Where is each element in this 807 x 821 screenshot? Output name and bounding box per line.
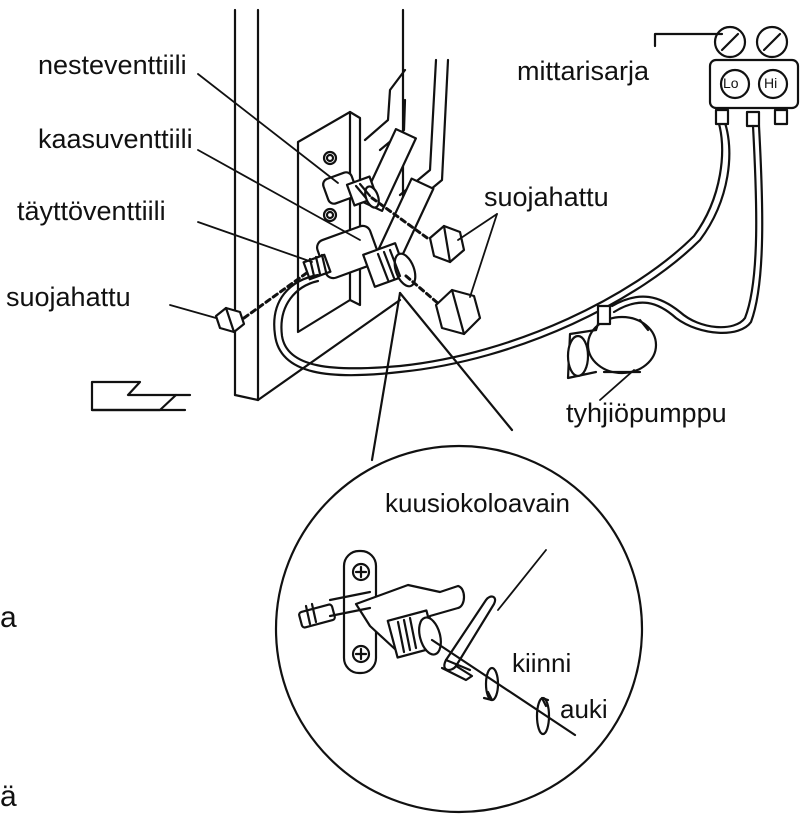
label-liquid-valve: nesteventtiili <box>38 50 187 80</box>
label-service-port: täyttöventtiili <box>17 196 166 226</box>
gauge-manifold-drawing <box>708 25 800 128</box>
label-close: kiinni <box>512 648 572 678</box>
gas-valve-drawing <box>316 207 417 288</box>
cut-off-text-a: a <box>0 601 17 634</box>
pump-hose <box>610 124 758 329</box>
dashed-guides <box>242 196 442 320</box>
refrigerant-pipes <box>361 58 450 261</box>
liquid-valve-drawing <box>322 150 380 209</box>
leader-lines <box>169 73 635 401</box>
label-vacuum-pump: tyhjiöpumppu <box>566 398 727 428</box>
vacuum-pump-drawing <box>566 304 658 380</box>
label-cap-right: suojahattu <box>484 182 609 212</box>
magnifier-callout <box>274 291 644 814</box>
caps <box>214 224 482 336</box>
label-cap-left: suojahattu <box>6 282 131 312</box>
label-open: auki <box>560 694 608 724</box>
manifold-leader <box>653 32 724 48</box>
cut-off-text-b: ä <box>0 780 17 813</box>
label-gauge-manifold: mittarisarja <box>517 56 650 86</box>
label-high-side: Hi <box>764 75 778 91</box>
detail-valve <box>298 549 577 737</box>
label-hex-key: kuusiokoloavain <box>385 488 571 518</box>
label-gas-valve: kaasuventtiili <box>38 124 193 154</box>
label-low-side: Lo <box>723 75 739 91</box>
